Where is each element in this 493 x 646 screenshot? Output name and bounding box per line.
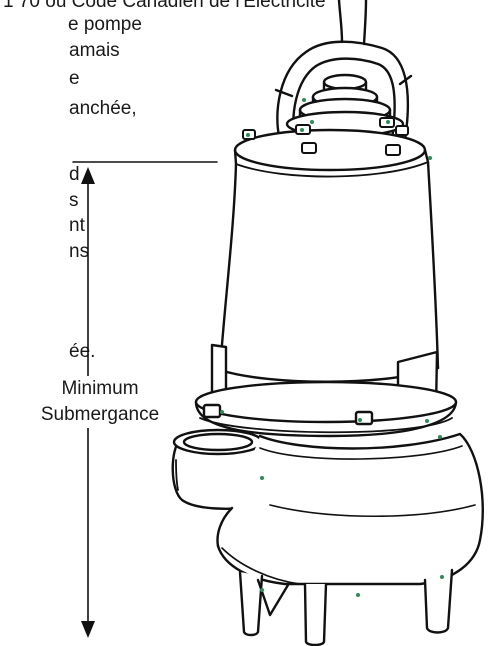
text-line-3: amais [69, 40, 120, 61]
pump-legs [238, 568, 454, 646]
label-line-1: Minimum [61, 378, 139, 399]
motor-top-cap [233, 73, 430, 172]
text-line-1: 1 70 ou Code Canadien de l'Electricité [3, 0, 326, 12]
text-line-6: d [69, 164, 80, 185]
arrow-up-icon [81, 167, 95, 184]
fastener-accents [220, 98, 444, 597]
text-line-10: ée. [69, 341, 96, 362]
text-line-4: e [69, 68, 80, 89]
minimum-submergence-label: Minimum Submergance [20, 376, 180, 428]
lifting-handle [274, 40, 413, 145]
text-line-7: s [69, 190, 79, 211]
discharge-pipe [337, 0, 368, 46]
text-line-2: e pompe [68, 14, 142, 35]
bolt-icon [301, 142, 317, 154]
text-line-5: anchée, [69, 98, 137, 119]
bolt-icon [395, 125, 409, 136]
pump-volute [171, 428, 484, 586]
leg-left [238, 570, 264, 637]
leg-center [303, 582, 328, 646]
motor-housing [218, 160, 440, 383]
bolt-icon [385, 144, 401, 156]
bolt-icon [202, 403, 222, 419]
text-line-8: nt [69, 215, 85, 236]
motor-flange [194, 380, 458, 438]
leg-right [423, 568, 454, 634]
text-line-9: ns [69, 241, 90, 262]
label-line-2: Submergance [40, 404, 160, 425]
arrow-down-icon [81, 621, 95, 638]
bolt-icon [354, 410, 374, 426]
